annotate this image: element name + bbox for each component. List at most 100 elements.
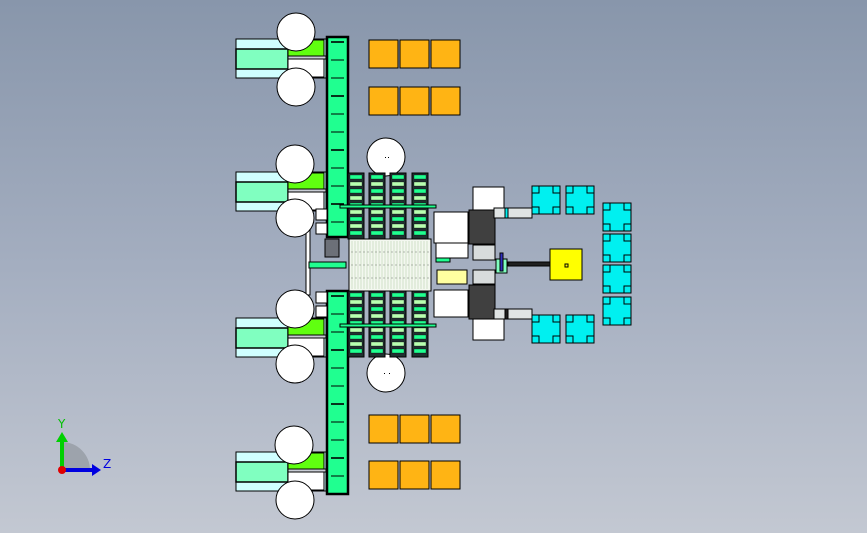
lane-roller[interactable] [370, 348, 384, 354]
lane-roller[interactable] [391, 348, 405, 354]
lane-roller[interactable] [413, 348, 427, 354]
lane-roller[interactable] [413, 306, 427, 312]
lane-roller[interactable] [370, 327, 384, 333]
lane-roller[interactable] [413, 223, 427, 229]
lane-roller[interactable] [413, 209, 427, 215]
rotary-table[interactable] [275, 144, 315, 184]
lane-roller[interactable] [370, 188, 384, 194]
lane-roller[interactable] [349, 195, 363, 201]
pallet-body[interactable] [531, 314, 561, 344]
lane-roller[interactable] [370, 306, 384, 312]
pallet-corners[interactable] [532, 186, 560, 214]
material-pallet-orange[interactable] [430, 86, 461, 116]
lane-roller[interactable] [349, 188, 363, 194]
lane-roller[interactable] [391, 230, 405, 236]
pallet-corners[interactable] [603, 203, 631, 231]
material-pallet-orange[interactable] [368, 414, 399, 444]
lane-roller[interactable] [370, 299, 384, 305]
lane-roller[interactable] [370, 216, 384, 222]
cross-bar[interactable] [339, 323, 437, 328]
lane-roller[interactable] [413, 292, 427, 298]
lane-roller[interactable] [370, 230, 384, 236]
lane-roller[interactable] [370, 313, 384, 319]
material-pallet-orange[interactable] [430, 414, 461, 444]
material-pallet-orange[interactable] [368, 39, 399, 69]
lane-roller[interactable] [413, 188, 427, 194]
clamp-block[interactable] [315, 291, 328, 304]
rail-block-upper[interactable] [435, 242, 469, 259]
lane-roller[interactable] [413, 230, 427, 236]
station-rail[interactable] [287, 55, 327, 60]
cross-bar[interactable] [339, 204, 437, 209]
central-transfer-table[interactable] [348, 238, 432, 292]
pallet-body[interactable] [531, 185, 561, 215]
station-body[interactable] [235, 327, 289, 349]
lane-roller[interactable] [349, 209, 363, 215]
pallet-corners[interactable] [603, 265, 631, 293]
table-mark[interactable] [384, 373, 385, 374]
processing-machine-upper[interactable] [433, 211, 469, 244]
rotary-table[interactable] [275, 198, 315, 238]
pallet-body[interactable] [602, 296, 632, 326]
lane-roller[interactable] [349, 341, 363, 347]
material-pallet-orange[interactable] [399, 414, 430, 444]
material-pallet-orange[interactable] [399, 86, 430, 116]
gripper-station-lower[interactable] [472, 317, 505, 341]
slide-carriage-upper[interactable] [504, 207, 509, 219]
linear-slide-lower[interactable] [493, 308, 533, 320]
lane-roller[interactable] [349, 181, 363, 187]
robot-column[interactable] [499, 252, 504, 272]
station-rail[interactable] [287, 334, 327, 339]
lane-roller[interactable] [349, 230, 363, 236]
lane-roller[interactable] [349, 292, 363, 298]
lane-roller[interactable] [391, 188, 405, 194]
clamp-block[interactable] [315, 222, 328, 235]
lane-roller[interactable] [391, 334, 405, 340]
pallet-corners[interactable] [532, 315, 560, 343]
clamp-block[interactable] [315, 305, 328, 318]
transfer-table-base[interactable] [348, 238, 432, 292]
pallet-corners[interactable] [566, 186, 594, 214]
gripper-guide-lower[interactable] [472, 269, 496, 285]
station-rail[interactable] [287, 188, 327, 193]
main-conveyor[interactable] [325, 289, 350, 496]
pallet-corners[interactable] [566, 315, 594, 343]
lane-roller[interactable] [349, 174, 363, 180]
conveyor-belt[interactable] [325, 35, 350, 239]
robot-arm[interactable] [507, 261, 551, 267]
lane-roller[interactable] [391, 341, 405, 347]
lane-roller[interactable] [349, 327, 363, 333]
robot-base-marker[interactable] [564, 263, 569, 268]
rotary-table[interactable] [366, 353, 406, 393]
material-pallet-orange[interactable] [430, 39, 461, 69]
lane-roller[interactable] [391, 292, 405, 298]
gripper-guide-upper[interactable] [472, 244, 496, 261]
clamp-block[interactable] [315, 208, 328, 221]
lane-roller[interactable] [370, 334, 384, 340]
lane-roller[interactable] [370, 341, 384, 347]
rotary-table[interactable] [276, 12, 316, 52]
lane-roller[interactable] [413, 195, 427, 201]
lane-roller[interactable] [391, 313, 405, 319]
conveyor-belt[interactable] [325, 289, 350, 496]
lane-roller[interactable] [391, 181, 405, 187]
rotary-table[interactable] [275, 289, 315, 329]
lane-roller[interactable] [391, 209, 405, 215]
lane-roller[interactable] [349, 313, 363, 319]
transfer-bar[interactable] [308, 261, 347, 269]
rotary-table[interactable] [275, 480, 315, 520]
slide-carriage-lower[interactable] [504, 308, 509, 320]
main-conveyor[interactable] [325, 35, 350, 239]
material-pallet-orange[interactable] [368, 86, 399, 116]
material-pallet-cyan[interactable] [531, 314, 561, 344]
pallet-body[interactable] [602, 233, 632, 263]
table-mark[interactable] [389, 373, 390, 374]
lane-roller[interactable] [391, 299, 405, 305]
central-robot[interactable] [495, 248, 583, 281]
loader-station[interactable] [235, 38, 327, 79]
lane-roller[interactable] [391, 174, 405, 180]
lane-roller[interactable] [370, 174, 384, 180]
gripper-station-upper[interactable] [472, 186, 505, 211]
lane-roller[interactable] [413, 341, 427, 347]
pallet-body[interactable] [565, 314, 595, 344]
